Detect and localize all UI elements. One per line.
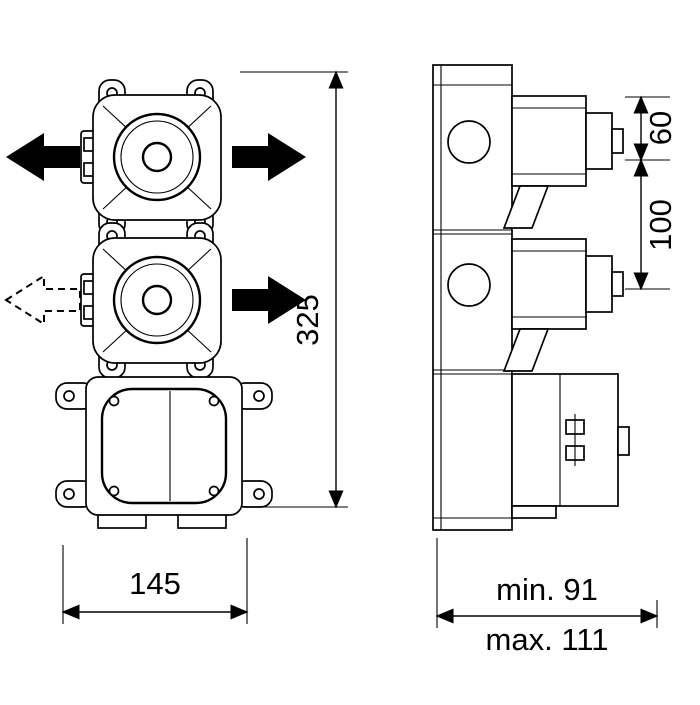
outlet-arrow-top-right-icon (232, 133, 306, 181)
dim-label-top-offset: 60 (643, 111, 678, 145)
dimension-depth-min-max: min. 91 max. 111 (435, 538, 659, 657)
dim-label-depth-max: max. 111 (486, 622, 609, 657)
dimension-height-325: 325 (240, 70, 348, 509)
side-view (432, 64, 630, 531)
outlet-box-module (55, 376, 273, 529)
dim-label-depth-min: min. 91 (496, 572, 598, 607)
thermostat-module-middle (79, 221, 223, 380)
outlet-arrow-middle-left-icon (4, 274, 81, 326)
dim-label-width: 145 (129, 566, 181, 601)
front-view (4, 78, 306, 529)
thermostat-module-top (79, 78, 223, 237)
outlet-arrow-middle-right-icon (232, 276, 306, 324)
dim-label-height: 325 (290, 294, 325, 346)
dimension-top-offset-60: 60 (625, 95, 678, 162)
side-outlet-block (511, 373, 630, 519)
dimension-spacing-100: 100 (625, 158, 678, 291)
outlet-arrow-top-left-icon (6, 133, 80, 181)
dimension-width-145: 145 (61, 538, 249, 624)
dim-label-spacing: 100 (643, 199, 678, 251)
